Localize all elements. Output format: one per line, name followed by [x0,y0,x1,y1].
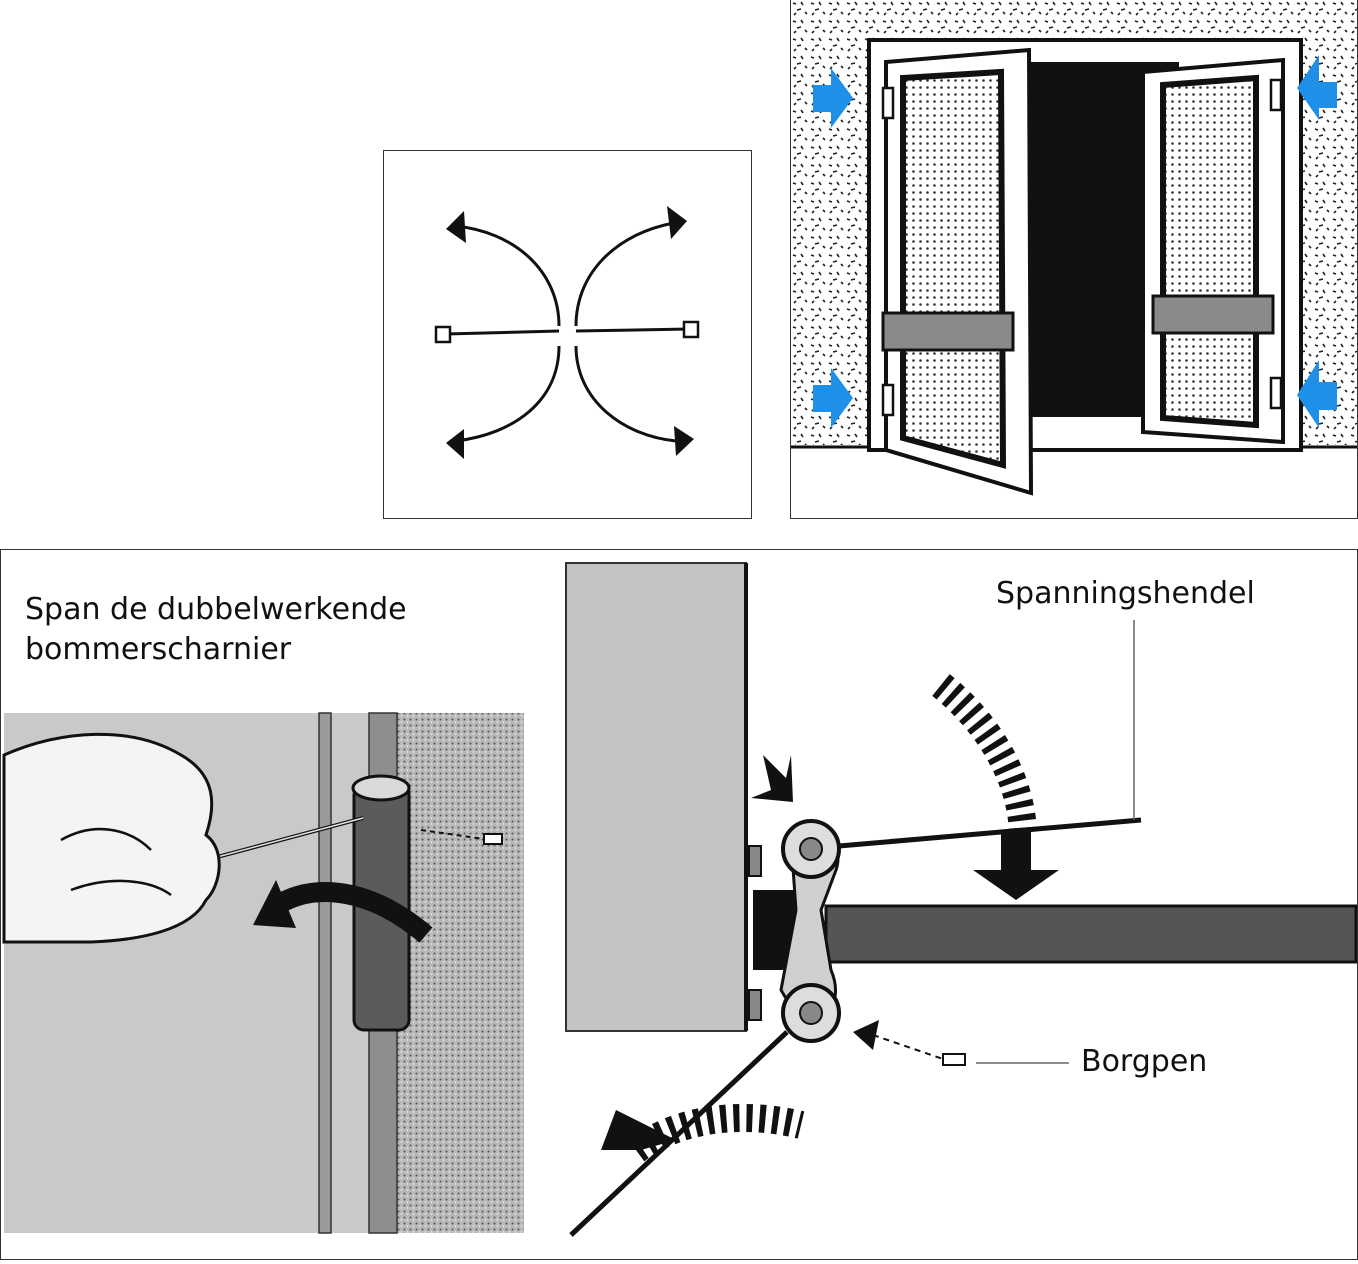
insert-arrow-pin [853,1020,879,1050]
blue-arrow-icon [813,68,853,128]
turn-arrowhead [253,880,296,928]
press-down-arrow [973,832,1059,900]
left-illustration [2,712,524,1234]
hand-fingers [60,827,172,897]
right-illustration [565,562,1357,1237]
door-edge [318,712,332,1234]
caption-line-1: Span de dubbelwerkende [25,592,407,627]
hinge-knuckle-top-core [799,837,823,861]
door-panel-right [1160,74,1259,429]
door-panel-left [900,68,1007,469]
locking-pin-icon [942,1053,966,1066]
hinge-tension-illustration [2,562,1357,1237]
bolt-head-icon [748,989,762,1021]
wooden-wedge-icon [1151,294,1275,335]
blue-arrow-icon [813,368,853,428]
hinge-icon [881,383,895,417]
swing-arcs [445,221,690,443]
label-locking-pin: Borgpen [1081,1044,1208,1079]
insert-arrow-top [751,755,793,802]
instruction-caption: Span de dubbelwerkende bommerscharnier [25,590,407,670]
double-swing-arrows-icon [434,206,700,459]
double-door-illustration [791,0,1357,518]
pin-guide-dashed [420,829,492,841]
rotate-arrowhead-lower [601,1110,676,1150]
lever-upper [838,817,1142,849]
hinge-icon [881,86,895,120]
wooden-wedge-icon [881,311,1015,352]
arrowhead-top-left [446,211,466,243]
floor [791,445,1357,518]
double-door-panel [790,0,1358,519]
wall-texture [396,713,524,1233]
arrowhead-bottom-right [674,426,694,456]
hinge-right-icon [682,320,700,339]
frame-section [824,904,1357,964]
arrowhead-bottom-left [446,429,464,459]
arc-top-right [574,221,675,327]
bolt-head-icon [748,845,762,877]
swing-direction-panel [383,150,752,519]
arc-top-left [453,224,561,327]
hand [2,732,221,944]
arc-bottom-right [574,345,677,443]
tension-lever-highlight [205,817,364,861]
hinge-left-icon [434,325,452,344]
blue-arrow-icon [1297,55,1337,120]
pin-guide-dashed [872,1034,947,1061]
caption-line-2: bommerscharnier [25,632,292,667]
hinge-icon [1269,376,1283,410]
door-section [565,562,747,1032]
locking-pin-icon [483,833,503,845]
blue-arrows [813,55,1337,428]
label-tension-lever: Spanningshendel [996,576,1255,611]
arrowhead-top-right [667,206,687,239]
arc-bottom-left [455,345,561,443]
arrow-heads [446,206,694,459]
hinge-knuckle-bottom-core [799,1001,823,1025]
hinge-icon [1269,78,1283,112]
lever-lower [569,1030,789,1237]
hinge-tension-panel: Span de dubbelwerkende bommerscharnier S… [0,549,1358,1260]
rotate-arrow-dashes-lower [627,1104,805,1162]
door-leaf-left [445,329,560,336]
rotate-arrow-dashes [932,674,1037,833]
door-leaf-right [575,327,690,333]
blue-arrow-icon [1297,360,1337,428]
hinge-cap [351,774,411,802]
